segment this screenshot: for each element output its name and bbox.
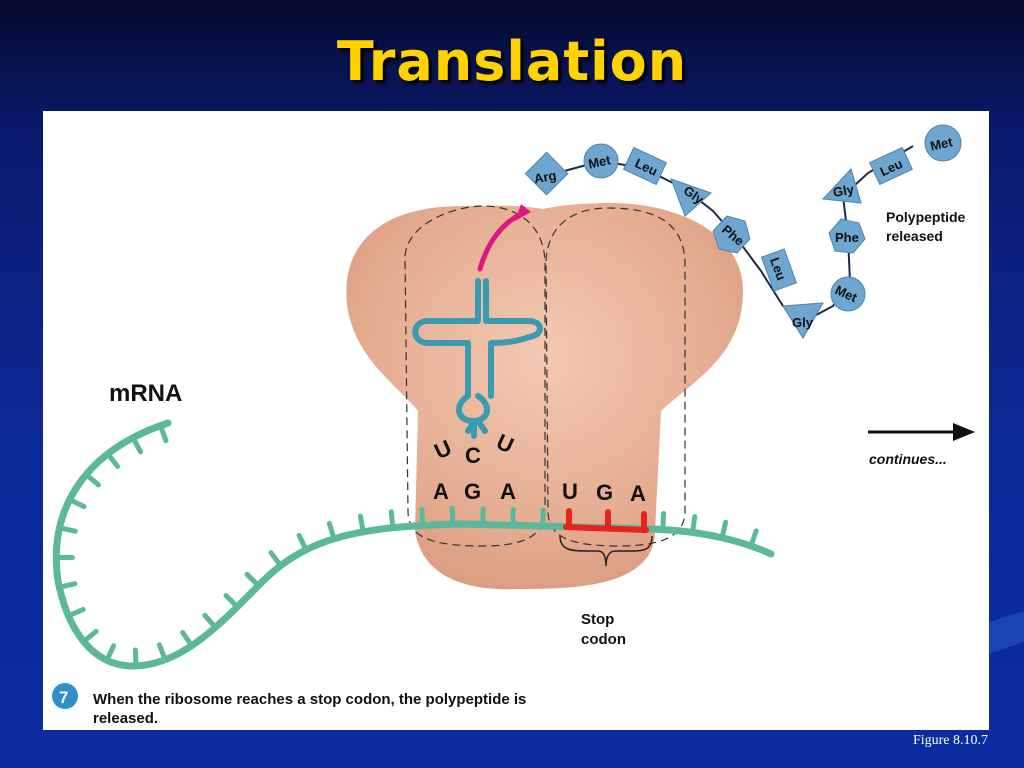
polypeptide-label-line1: Polypeptide	[886, 209, 966, 225]
mrna-nucleotide-tick	[357, 513, 366, 535]
trna	[412, 278, 543, 439]
mrna-nucleotide-tick	[748, 528, 759, 549]
ribosome-site-p	[404, 205, 546, 547]
mrna-nucleotide-tick	[296, 532, 309, 553]
mrna-nucleotide-tick	[690, 514, 698, 535]
amino-acid-label: Phe	[835, 230, 859, 245]
mrna-nucleotide-tick	[268, 550, 284, 569]
amino-acid-gly-2	[782, 302, 824, 339]
mrna-nucleotide-tick	[388, 509, 396, 531]
mrna-nucleotide-tick	[660, 511, 667, 532]
amino-acid-label: Gly	[832, 181, 856, 200]
mrna-strand	[52, 419, 775, 670]
mrna-nucleotide-tick	[719, 519, 729, 541]
mrna-ticks	[53, 423, 759, 669]
mrna-nucleotide-tick	[223, 592, 240, 610]
mrna-nucleotide-tick	[56, 581, 78, 590]
amino-acid-met	[583, 143, 619, 179]
codon-letter: G	[464, 479, 481, 504]
amino-acid-diamond-arg	[524, 151, 569, 196]
amino-acid-phe-2	[828, 218, 866, 254]
amino-acid-gly-3	[821, 168, 862, 204]
mrna-nucleotide-tick	[156, 642, 168, 663]
mrna-nucleotide-tick	[157, 423, 169, 444]
step-text-line2: released.	[93, 710, 158, 727]
continues-label: continues...	[869, 451, 947, 467]
release-arrow-head	[515, 204, 531, 221]
mrna-nucleotide-tick	[105, 451, 121, 470]
amino-acid-phe	[712, 215, 751, 254]
mrna-nucleotide-tick	[81, 628, 99, 645]
codon-letter: A	[630, 481, 646, 506]
step-number: 7	[59, 688, 68, 707]
amino-acid-met-3	[924, 124, 962, 162]
amino-acid-leu-3	[868, 146, 914, 186]
figure-panel: Stop codon A G A U G A U C U	[43, 111, 989, 730]
amino-acid-label: Gly	[792, 315, 814, 330]
mrna-nucleotide-tick	[202, 612, 218, 630]
amino-acid-leu-2	[760, 248, 798, 292]
codon-letter: A	[500, 479, 516, 504]
mrna-nucleotide-tick	[132, 647, 139, 669]
release-arrow	[477, 211, 524, 272]
mrna-nucleotide-tick	[180, 629, 195, 649]
codon-letter: G	[596, 480, 613, 505]
step-text-line1: When the ribosome reaches a stop codon, …	[93, 691, 526, 708]
mrna-nucleotide-tick	[244, 571, 261, 589]
amino-acid-shapes	[524, 124, 962, 339]
stop-codon-marker	[563, 508, 649, 533]
step-badge	[52, 683, 78, 709]
stop-codon-brace	[559, 535, 653, 567]
amino-acid-met-2	[830, 276, 866, 312]
continues-arrow-head	[953, 423, 975, 441]
amino-acid-label: Met	[929, 134, 955, 153]
translation-diagram: Stop codon A G A U G A U C U	[52, 124, 975, 727]
amino-acid-leu	[622, 146, 668, 186]
mrna-nucleotide-tick	[130, 435, 144, 455]
amino-acid-gly	[670, 178, 712, 217]
stop-codon-label-line1: Stop	[581, 611, 614, 628]
mrna-nucleotide-tick	[419, 506, 426, 528]
mrna-nucleotide-tick	[67, 497, 87, 510]
amino-acid-label: Met	[587, 152, 613, 171]
codon-letter: U	[562, 479, 578, 504]
mrna-nucleotide-tick	[104, 643, 117, 663]
mrna-label: mRNA	[109, 380, 182, 407]
amino-acid-labels: Arg Met Leu Gly Phe Leu Gly Met Phe Gly …	[533, 134, 955, 330]
polypeptide-label-line2: released	[886, 228, 943, 244]
slide-title: Translation	[336, 30, 688, 93]
ribosome-site-a	[545, 207, 686, 547]
mrna-nucleotide-tick	[83, 472, 101, 488]
mrna-nucleotide-tick	[57, 525, 78, 534]
figure-caption: Figure 8.10.7	[912, 733, 988, 748]
mrna-nucleotide-tick	[66, 606, 86, 619]
amino-acid-label: Arg	[533, 168, 558, 187]
mrna-nucleotide-tick	[326, 520, 337, 542]
codon-letter: A	[433, 479, 449, 504]
stop-codon-label-line2: codon	[581, 631, 626, 648]
anticodon-letter: C	[465, 443, 481, 468]
amino-acid-label: Leu	[767, 255, 789, 282]
